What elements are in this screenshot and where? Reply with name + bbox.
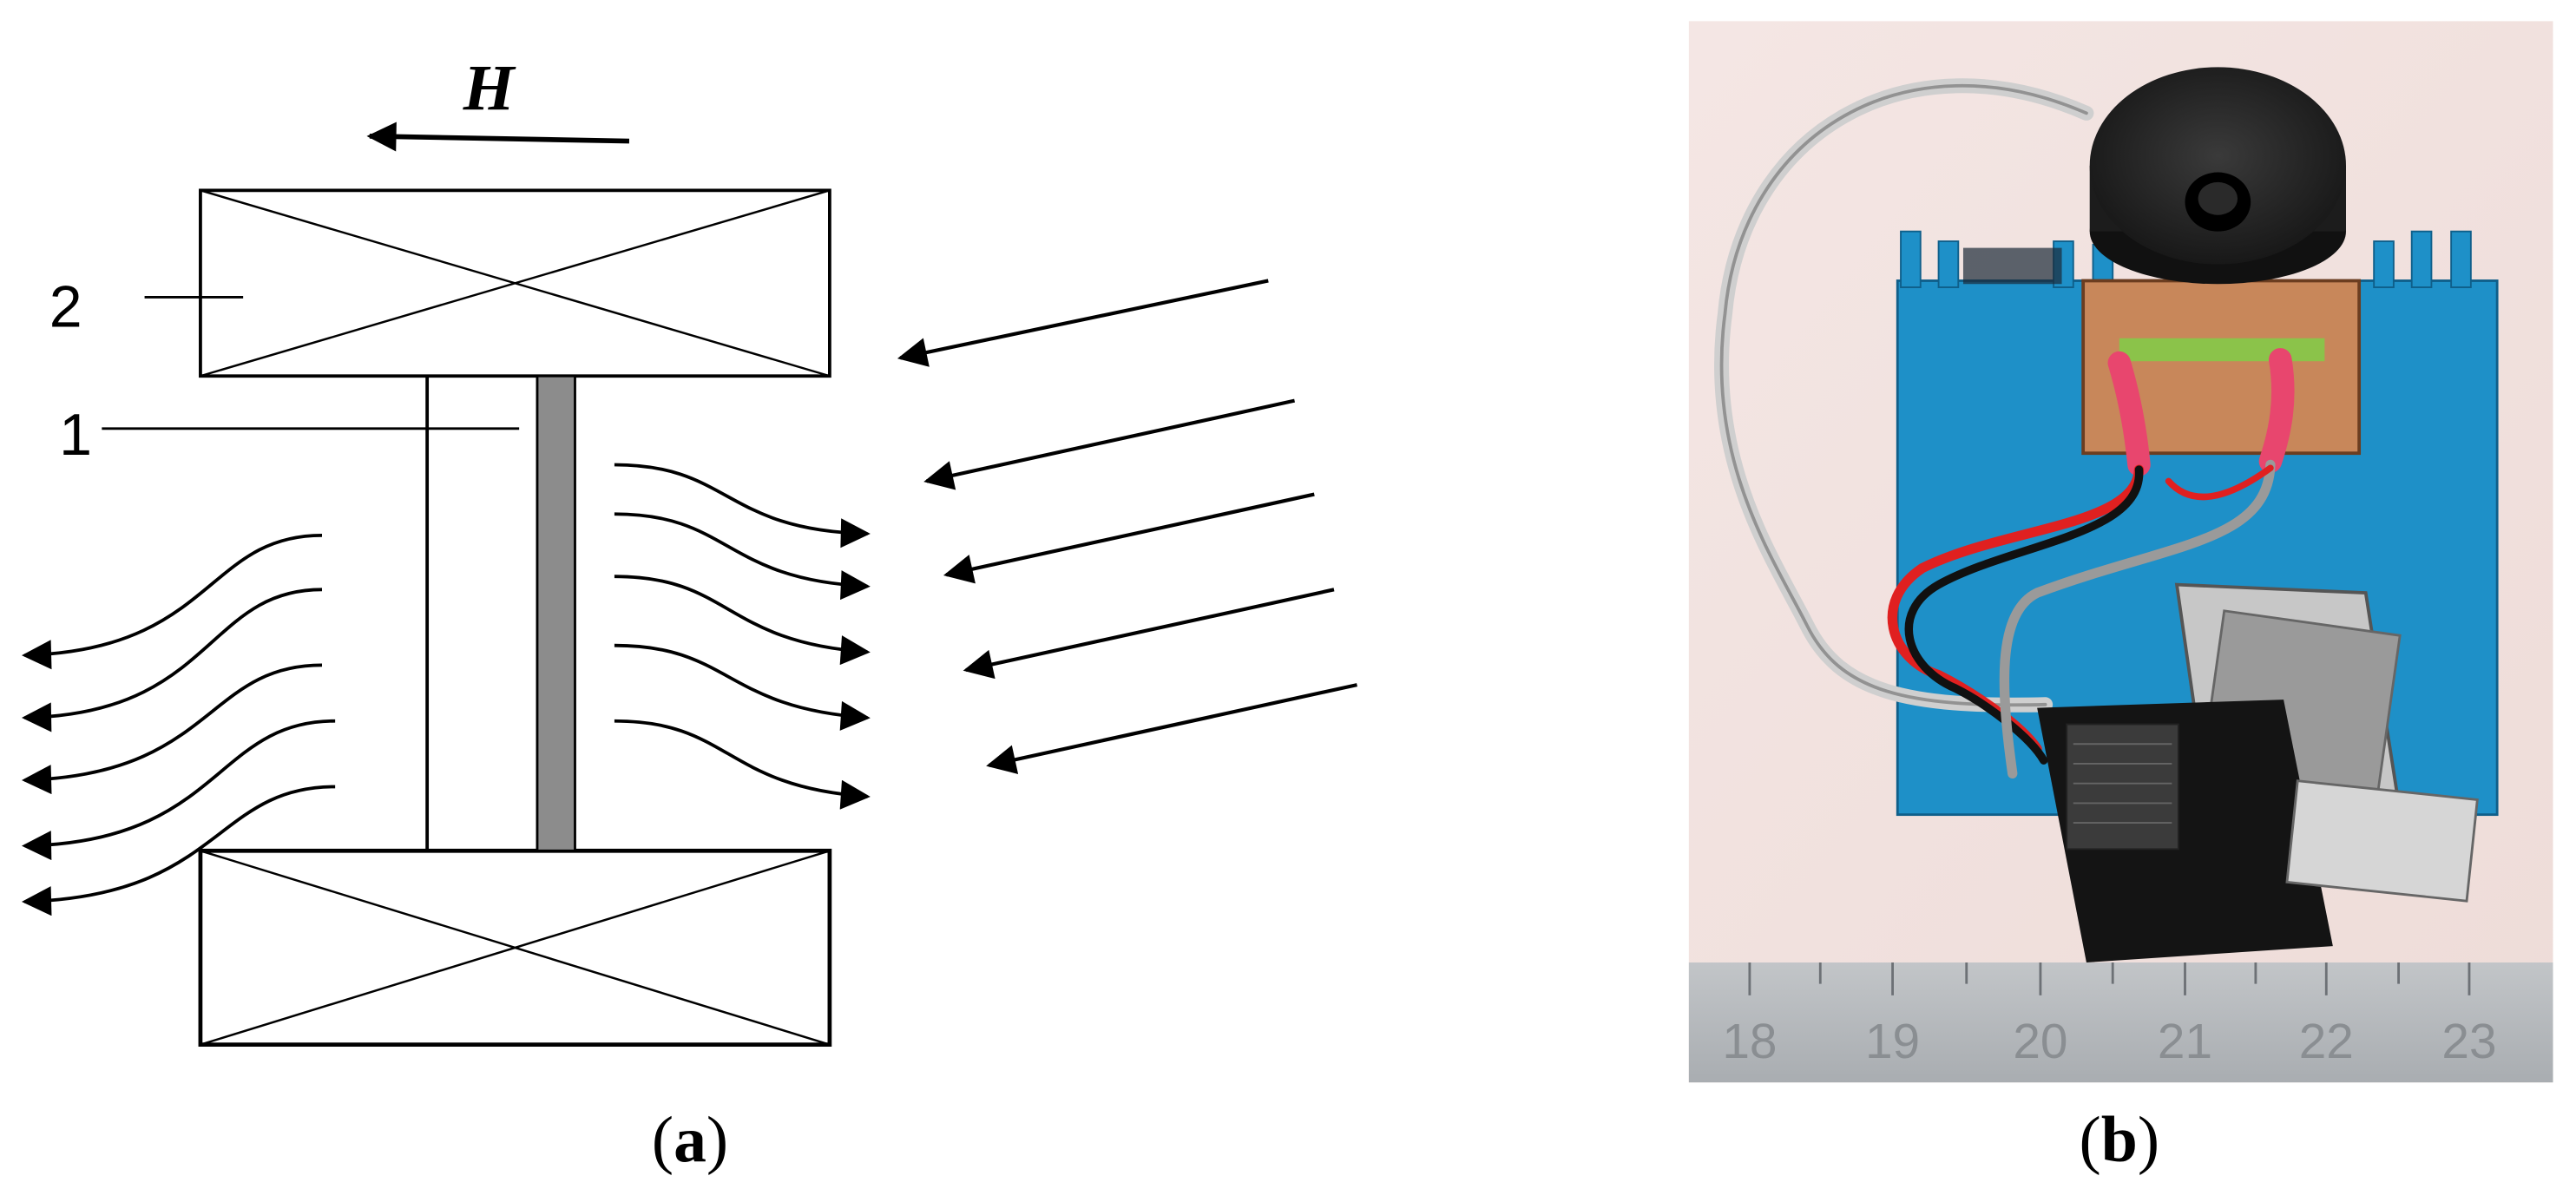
bottom-coil <box>198 848 832 1048</box>
caption-b: (b) <box>2080 1104 2160 1176</box>
sample-label: 1 <box>59 402 92 468</box>
heat-flow-left-arrows <box>21 533 336 916</box>
sample-bar <box>536 374 576 852</box>
coil-label: 2 <box>49 273 82 339</box>
heat-flow-right-arrows <box>614 463 871 810</box>
ruler-number: 21 <box>2158 1015 2212 1069</box>
ruler-number: 23 <box>2441 1015 2496 1069</box>
panel-a-diagram: H 2 1 <box>21 53 1357 1176</box>
ruler-number: 22 <box>2299 1015 2354 1069</box>
wires <box>1714 78 2276 778</box>
ruler-number: 20 <box>2013 1015 2067 1069</box>
field-direction-arrow <box>366 122 630 152</box>
ruler-number: 19 <box>1865 1015 1920 1069</box>
magnet-disc <box>2089 67 2346 285</box>
top-coil <box>199 188 831 378</box>
db-connector <box>2037 582 2479 962</box>
field-symbol-label: H <box>463 53 516 125</box>
panel-b-photo: 18 19 20 21 22 23 (b) <box>1688 21 2553 1176</box>
red-sleeves <box>2107 348 2295 476</box>
ruler: 18 19 20 21 22 23 <box>1688 962 2553 1083</box>
ruler-number: 18 <box>1722 1015 1777 1069</box>
caption-a: (a) <box>652 1104 728 1176</box>
incoming-radiation-arrows <box>897 279 1357 774</box>
